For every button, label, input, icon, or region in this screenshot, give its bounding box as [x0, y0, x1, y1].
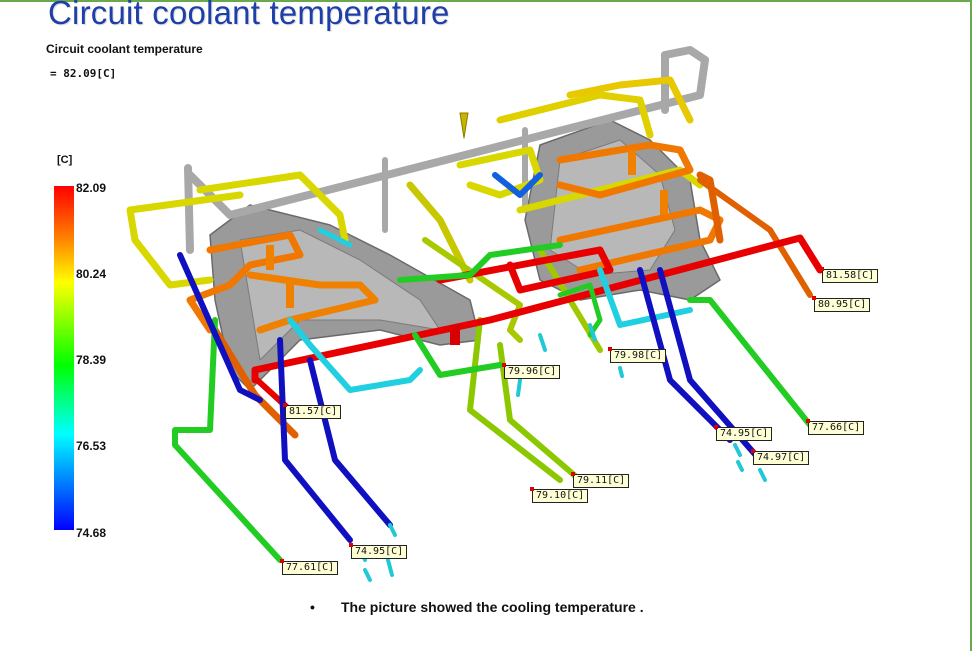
baffle	[286, 280, 294, 308]
probe-label: 74.97[C]	[751, 449, 810, 465]
probe-label: 79.11[C]	[571, 472, 630, 488]
pipe-fittings	[358, 323, 767, 582]
cooling-pipe-orange	[696, 171, 724, 244]
cooling-pipe-blue	[307, 357, 393, 528]
cooling-pipe-yellow	[566, 76, 694, 124]
bullet: •	[310, 599, 315, 615]
cooling-pipe-green	[412, 332, 503, 378]
baffle	[628, 150, 636, 175]
cooling-pipe-orange	[697, 177, 813, 298]
cooling-pipe-red	[251, 234, 824, 384]
cooling-pipe-yellow	[516, 166, 704, 214]
cooling-pipe-green	[172, 317, 283, 563]
caption-text: The picture showed the cooling temperatu…	[341, 599, 644, 615]
title-rule	[0, 0, 972, 2]
legend-tick-min: 74.68	[76, 526, 107, 540]
cooling-pipe-orange	[186, 231, 304, 334]
cooling-pipe-blue	[277, 337, 353, 543]
baffle	[266, 245, 274, 270]
cooling-pipe-yellow	[196, 171, 349, 244]
probe-label: 77.61[C]	[280, 559, 339, 575]
probe-label: 80.95[C]	[812, 296, 871, 312]
legend-unit: [C]	[57, 154, 73, 166]
cooling-pipe-cyan	[317, 227, 353, 248]
right-border	[970, 0, 972, 651]
cooling-pipe-blue	[637, 267, 733, 443]
legend-tick: 76.53	[76, 439, 107, 453]
legend-tick: 78.39	[76, 353, 107, 367]
baffle	[660, 190, 668, 215]
cooling-pipe-cyan	[597, 267, 693, 328]
color-legend-bar	[54, 186, 74, 530]
cooling-pipe-green	[557, 282, 603, 338]
slide-caption: • The picture showed the cooling temperat…	[310, 599, 644, 615]
cooling-pipe-yellow	[456, 146, 544, 199]
cooling-pipe-orange	[246, 271, 379, 334]
cooling-pipe-blue	[177, 252, 263, 403]
cooling-pipe-blue	[492, 172, 543, 198]
manifold-pipe	[184, 164, 194, 254]
result-name: Circuit coolant temperature	[46, 42, 203, 56]
probe-label: 79.10[C]	[530, 487, 589, 503]
probe-label: 74.95[C]	[714, 425, 773, 441]
cooling-pipe-yellow	[406, 181, 474, 284]
legend-tick: 80.24	[76, 267, 107, 281]
cooling-pipe-yellow	[496, 91, 654, 139]
cooling-pipe-olive	[497, 342, 583, 483]
manifold-pipe	[186, 46, 709, 219]
cooling-pipe-orange	[556, 141, 694, 199]
probe-label: 77.66[C]	[806, 419, 865, 435]
result-value: = 82.09[C]	[50, 67, 117, 80]
legend-tick-max: 82.09	[76, 181, 107, 195]
baffle-red	[450, 325, 460, 345]
cooling-pipe-yellow	[126, 191, 244, 289]
probe-label: 81.58[C]	[820, 267, 879, 283]
cooling-pipe-green	[397, 242, 563, 283]
sprue	[459, 112, 469, 139]
probe-label: 81.57[C]	[283, 403, 342, 419]
cooling-pipe-red	[436, 246, 614, 294]
probe-label: 79.98[C]	[608, 347, 667, 363]
cooling-pipe-olive	[467, 317, 563, 483]
probe-label: 79.96[C]	[502, 363, 561, 379]
slide-title: Circuit coolant temperature	[48, 0, 450, 31]
probe-label: 74.95[C]	[349, 543, 408, 559]
cooling-pipe-green	[687, 297, 813, 428]
cooling-pipe-cyan	[287, 317, 423, 393]
